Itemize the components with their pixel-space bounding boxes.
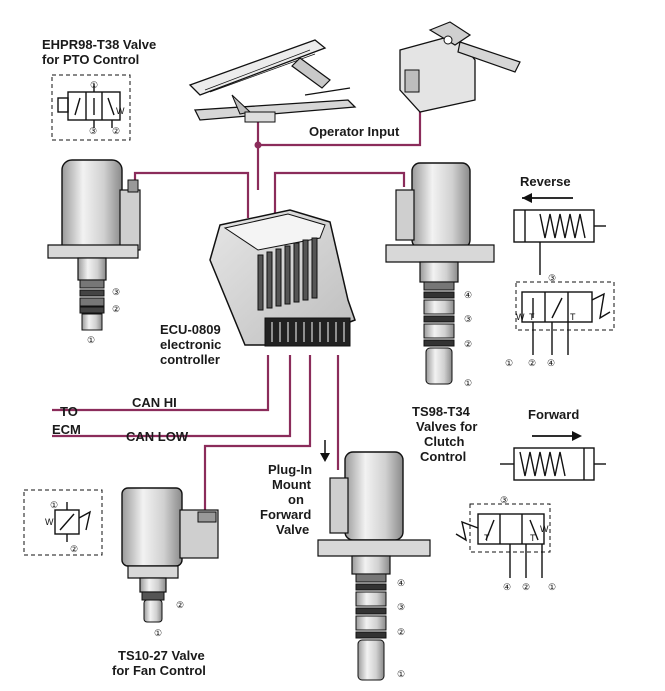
port-number: ③ (464, 314, 472, 324)
operator-input-label: Operator Input (309, 124, 400, 139)
port-number: ④ (397, 578, 405, 588)
lever-control (399, 21, 521, 113)
port-number: ② (528, 358, 536, 368)
symbol-t: T (529, 312, 535, 322)
ts10-fan-valve (121, 487, 219, 623)
symbol-t: T (570, 312, 576, 322)
can-low-wire (52, 355, 292, 438)
ts98-label-line4: Control (420, 449, 466, 464)
can-hi-wire (52, 355, 270, 412)
ecm-label: ECM (52, 422, 81, 437)
symbol-t: T (530, 533, 536, 543)
port-number: ② (522, 582, 530, 592)
port-number: ③ (112, 287, 120, 297)
can-hi-label: CAN HI (132, 395, 177, 410)
port-number: ③ (500, 495, 508, 505)
ecu-label-line1: ECU-0809 (160, 322, 221, 337)
ts98-reverse-valve (385, 162, 495, 385)
ts98-label-line1: TS98-T34 (412, 404, 471, 419)
port-number: ① (397, 669, 405, 679)
joystick-wire (258, 112, 422, 147)
port-number: ① (505, 358, 513, 368)
forward-valve-symbol (455, 503, 551, 578)
junction-dot (254, 141, 262, 149)
port-number: ① (87, 335, 95, 345)
to-label: TO (60, 404, 78, 419)
plugin-label-line2: Mount (272, 477, 312, 492)
symbol-letters: W W T T T T W W (45, 106, 576, 543)
forward-cylinder-symbol (500, 431, 606, 481)
pto-valve-wire (133, 171, 250, 218)
fan-valve-wire (203, 355, 312, 515)
ecu-0809 (209, 209, 356, 347)
plugin-label-line5: Valve (276, 522, 309, 537)
forward-label: Forward (528, 407, 579, 422)
port-number: ① (548, 582, 556, 592)
can-low-label: CAN LOW (126, 429, 189, 444)
port-number: ③ (397, 602, 405, 612)
port-number: ③ (89, 126, 97, 136)
ts98-label-line2: Valves for (416, 419, 477, 434)
ts10-label-line1: TS10-27 Valve (118, 648, 205, 663)
reverse-label: Reverse (520, 174, 571, 189)
reverse-cylinder-symbol (513, 193, 606, 275)
ehpr-title-line1: EHPR98-T38 Valve (42, 37, 156, 52)
port-number: ② (176, 600, 184, 610)
plugin-label-line4: Forward (260, 507, 311, 522)
port-number: ② (464, 339, 472, 349)
port-number: ③ (548, 273, 556, 283)
reverse-valve-wire (273, 171, 406, 220)
symbol-t: T (484, 533, 490, 543)
port-number: ④ (464, 290, 472, 300)
plugin-label-line3: on (288, 492, 304, 507)
port-number: ② (70, 544, 78, 554)
symbol-w: W (45, 517, 54, 527)
ehpr-title-line2: for PTO Control (42, 52, 139, 67)
port-number: ① (154, 628, 162, 638)
ecu-label-line3: controller (160, 352, 220, 367)
plugin-label-line1: Plug-In (268, 462, 312, 477)
port-number: ④ (547, 358, 555, 368)
symbol-w: W (516, 312, 525, 322)
port-number: ② (112, 126, 120, 136)
port-numbers: ① ③ ② ③ ② ① ④ ③ ② ① ③ ① ② ④ ③ ④ ② ① ④ ③ … (50, 80, 556, 679)
ehpr98-symbol (51, 74, 131, 141)
port-number: ② (397, 627, 405, 637)
port-number: ④ (503, 582, 511, 592)
symbol-w: W (116, 106, 125, 116)
symbol-w: W (540, 524, 549, 534)
plugin-arrow (320, 440, 330, 462)
text-labels: EHPR98-T38 Valve for PTO Control Operato… (42, 37, 579, 678)
ts98-label-line3: Clutch (424, 434, 465, 449)
port-number: ① (50, 500, 58, 510)
port-number: ① (90, 80, 98, 90)
port-number: ① (464, 378, 472, 388)
ts98-forward-valve (317, 451, 431, 681)
foot-pedal (188, 39, 357, 123)
ts10-label-line2: for Fan Control (112, 663, 206, 678)
ts10-symbol (23, 489, 103, 556)
reverse-valve-symbol (515, 281, 615, 355)
ecu-label-line2: electronic (160, 337, 221, 352)
ehpr98-valve (47, 159, 141, 331)
port-number: ② (112, 304, 120, 314)
